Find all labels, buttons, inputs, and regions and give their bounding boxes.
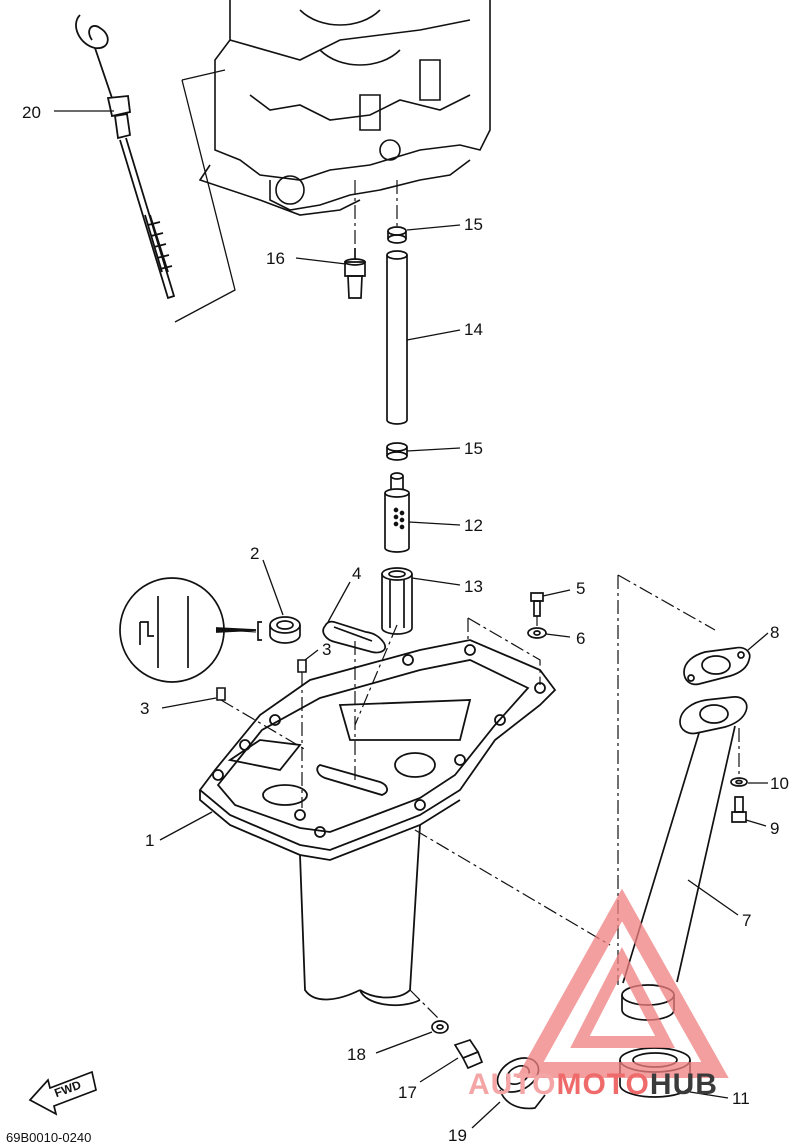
callout-18: 18 xyxy=(347,1045,366,1064)
callout-3-lower: 3 xyxy=(140,699,150,718)
fitting-part-16 xyxy=(344,248,366,299)
dipstick-outline xyxy=(174,69,236,323)
fwd-arrow-icon xyxy=(28,1070,97,1116)
callout-7: 7 xyxy=(742,911,752,930)
watermark-triangle-icon xyxy=(516,888,729,1078)
callout-19: 19 xyxy=(448,1126,467,1145)
callout-16: 16 xyxy=(266,249,285,268)
strainer-part-12 xyxy=(384,472,410,553)
callout-4: 4 xyxy=(352,564,362,583)
washer-part-10 xyxy=(730,777,748,787)
seal-part-15-top xyxy=(387,226,407,244)
callout-11: 11 xyxy=(732,1089,750,1108)
drawing-code: 69B0010-0240 xyxy=(6,1130,92,1145)
callout-1: 1 xyxy=(145,831,155,850)
watermark-part2: MOTO xyxy=(556,1068,650,1101)
callout-13: 13 xyxy=(464,577,483,596)
callout-14: 14 xyxy=(464,320,483,339)
watermark-logo: AUTOMOTOHUB xyxy=(468,1068,718,1102)
detail-magnifier xyxy=(119,577,257,683)
watermark-part1: AUTO xyxy=(468,1068,557,1101)
callout-9: 9 xyxy=(770,819,780,838)
callout-20: 20 xyxy=(22,103,41,122)
callout-8: 8 xyxy=(770,623,780,642)
callout-15-top: 15 xyxy=(464,215,483,234)
callout-2: 2 xyxy=(250,544,260,563)
engine-block xyxy=(198,0,491,216)
washer-part-6 xyxy=(527,627,547,639)
water-tube-part-14 xyxy=(386,250,408,425)
seal-part-15-bottom xyxy=(386,442,408,461)
bolt-part-9 xyxy=(731,796,747,823)
gasket-part-4 xyxy=(322,620,386,654)
upper-casing-part-1 xyxy=(198,639,557,1007)
callout-12: 12 xyxy=(464,516,483,535)
callout-6: 6 xyxy=(576,629,586,648)
callout-3-upper: 3 xyxy=(322,640,332,659)
callout-15-bottom: 15 xyxy=(464,439,483,458)
bolt-part-5 xyxy=(530,592,544,617)
callout-10: 10 xyxy=(770,774,789,793)
oil-dipstick xyxy=(75,14,176,300)
strainer-cage-part-13 xyxy=(381,567,413,635)
callout-17: 17 xyxy=(398,1083,417,1102)
oil-seal-part-2 xyxy=(257,616,301,644)
leader-lines xyxy=(54,110,769,1129)
phantom-lines xyxy=(220,180,740,1021)
drain-plug-part-17 xyxy=(453,1038,484,1070)
gasket-part-8 xyxy=(683,646,751,686)
dowel-pins-part-3 xyxy=(216,659,307,701)
watermark-part3: HUB xyxy=(649,1068,718,1101)
washer-part-18 xyxy=(431,1020,449,1034)
callout-5: 5 xyxy=(576,579,586,598)
exhaust-pipe-part-7 xyxy=(621,696,748,1021)
